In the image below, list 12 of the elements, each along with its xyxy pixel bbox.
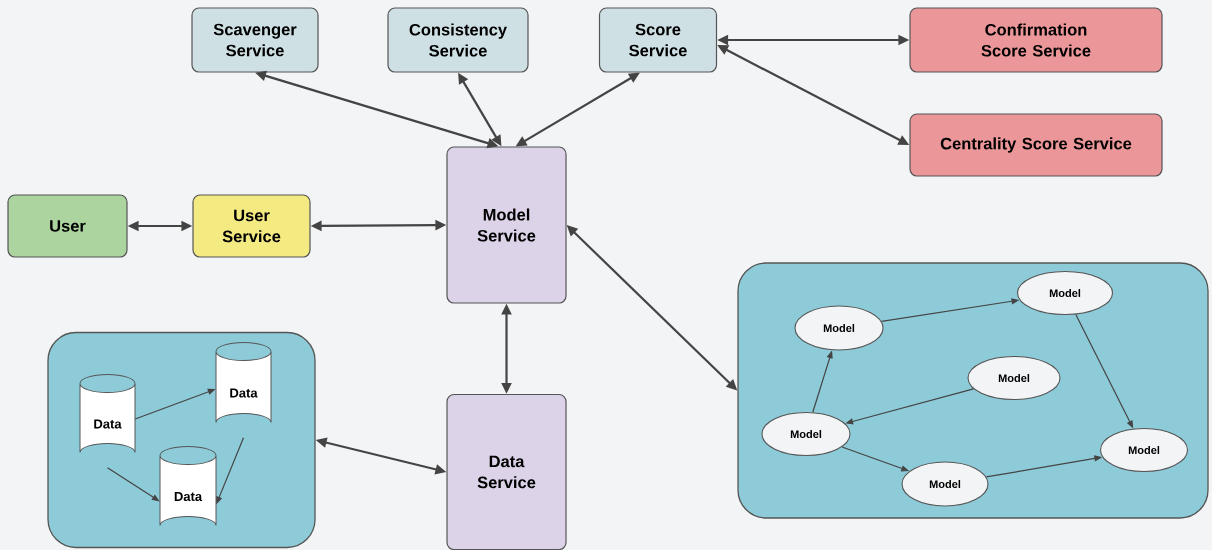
database-cylinder: Data [159, 446, 217, 526]
service-box: Score Service [598, 7, 718, 73]
database-cylinder: Data [215, 342, 272, 423]
service-box: Confirmation Score Service [909, 7, 1163, 73]
service-box: Scavenger Service [191, 7, 319, 73]
database-cylinder: Data [79, 374, 136, 453]
service-box: Centrality Score Service [909, 113, 1163, 177]
service-box: Consistency Service [387, 7, 529, 73]
user-box: User [7, 194, 128, 258]
service-box: Data Service [446, 393, 567, 550]
service-box: User Service [192, 194, 311, 258]
service-box: Model Service [446, 146, 567, 304]
